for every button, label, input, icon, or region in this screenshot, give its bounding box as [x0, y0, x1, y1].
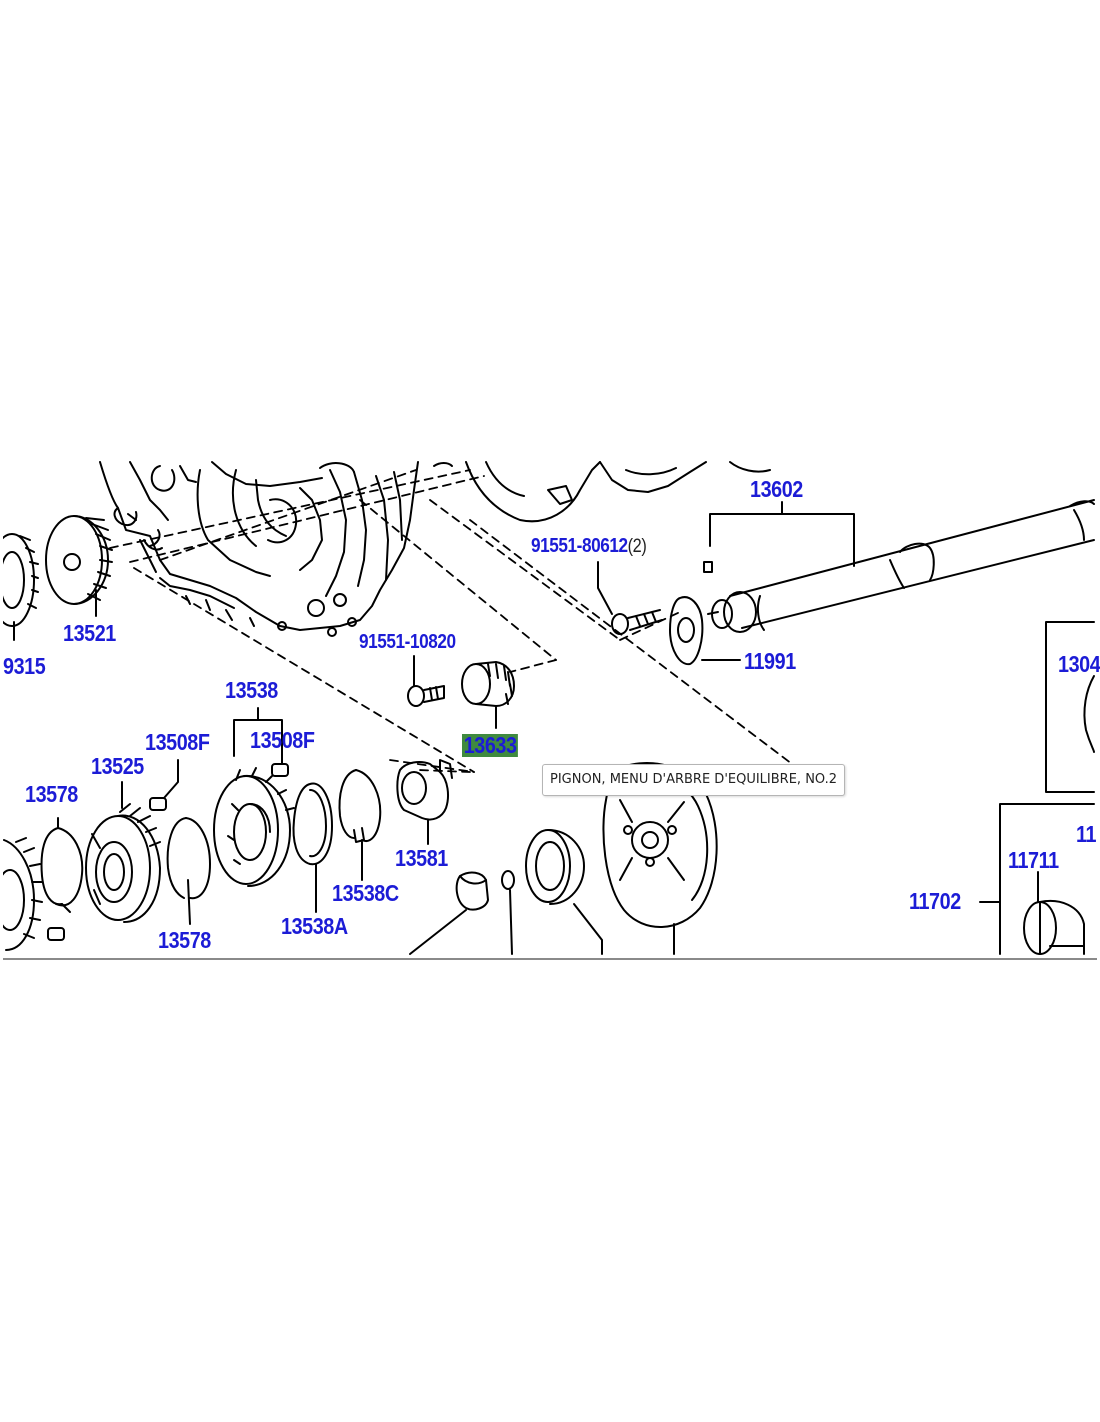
part-label-91551-10820[interactable]: 91551-10820: [359, 631, 456, 653]
pins-13508F-drawing: [47, 727, 289, 941]
gear-13521-drawing: [45, 515, 113, 617]
part-label-11702[interactable]: 11702: [909, 888, 961, 914]
right-boxes-drawing: [979, 621, 1095, 955]
crankshaft-drawing: [433, 461, 771, 523]
part-label-13508F[interactable]: 13508F: [145, 729, 210, 755]
part-label-13538A[interactable]: 13538A: [281, 913, 348, 939]
part-label-11711[interactable]: 11711: [1008, 847, 1059, 873]
frame-bottom-border: [3, 958, 1097, 960]
plate-13538A-drawing: [292, 782, 333, 913]
part-label-13525[interactable]: 13525: [91, 753, 144, 779]
balance-shaft-13602-drawing: [703, 499, 1095, 633]
ring-13578-drawing: [40, 817, 211, 925]
gear-13538-drawing: [213, 767, 295, 887]
cap-drawing: [409, 870, 515, 955]
part-label-13508F[interactable]: 13508F: [250, 727, 315, 753]
parts-diagram: [3, 458, 1097, 958]
part-label-91551-80612[interactable]: 91551-80612(2): [531, 535, 647, 557]
oil-seal-drawing: [525, 829, 603, 955]
gear-13525-drawing: [85, 781, 161, 923]
bolt-91551-10820-drawing: [407, 655, 445, 707]
part-label-13602[interactable]: 13602: [750, 476, 803, 502]
gear-9315-drawing: [3, 533, 39, 641]
part-tooltip: PIGNON, MENU D'ARBRE D'EQUILIBRE, NO.2: [542, 764, 846, 796]
part-label-13538[interactable]: 13538: [225, 677, 278, 703]
dashed-assembly-lines: [109, 469, 801, 773]
bolt-91551-80612-drawing: [597, 561, 663, 635]
part-label-1304[interactable]: 1304: [1058, 651, 1100, 677]
part-label-13538C[interactable]: 13538C: [332, 880, 399, 906]
part-label-13578[interactable]: 13578: [158, 927, 211, 953]
pinion-13633-drawing: [461, 661, 515, 729]
bracket-13538-drawing: [233, 707, 283, 757]
part-quantity: (2): [627, 536, 647, 557]
part-13581-drawing: [396, 759, 453, 845]
part-label-13578[interactable]: 13578: [25, 781, 78, 807]
part-label-13521[interactable]: 13521: [63, 620, 116, 646]
part-label-11[interactable]: 11: [1076, 821, 1097, 847]
part-label-11991[interactable]: 11991: [744, 648, 796, 674]
part-label-13581[interactable]: 13581: [395, 845, 448, 871]
plate-11991-drawing: [669, 596, 741, 666]
ring-13538C-drawing: [338, 769, 382, 881]
part-label-13633[interactable]: 13633: [462, 732, 519, 758]
part-label-91551-80612-number[interactable]: 91551-80612: [531, 535, 628, 557]
exploded-view-drawing: [3, 461, 1095, 955]
part-label-9315[interactable]: 9315: [3, 653, 46, 679]
engine-block-drawing: [99, 461, 419, 637]
gear-left-edge-drawing: [3, 837, 43, 951]
